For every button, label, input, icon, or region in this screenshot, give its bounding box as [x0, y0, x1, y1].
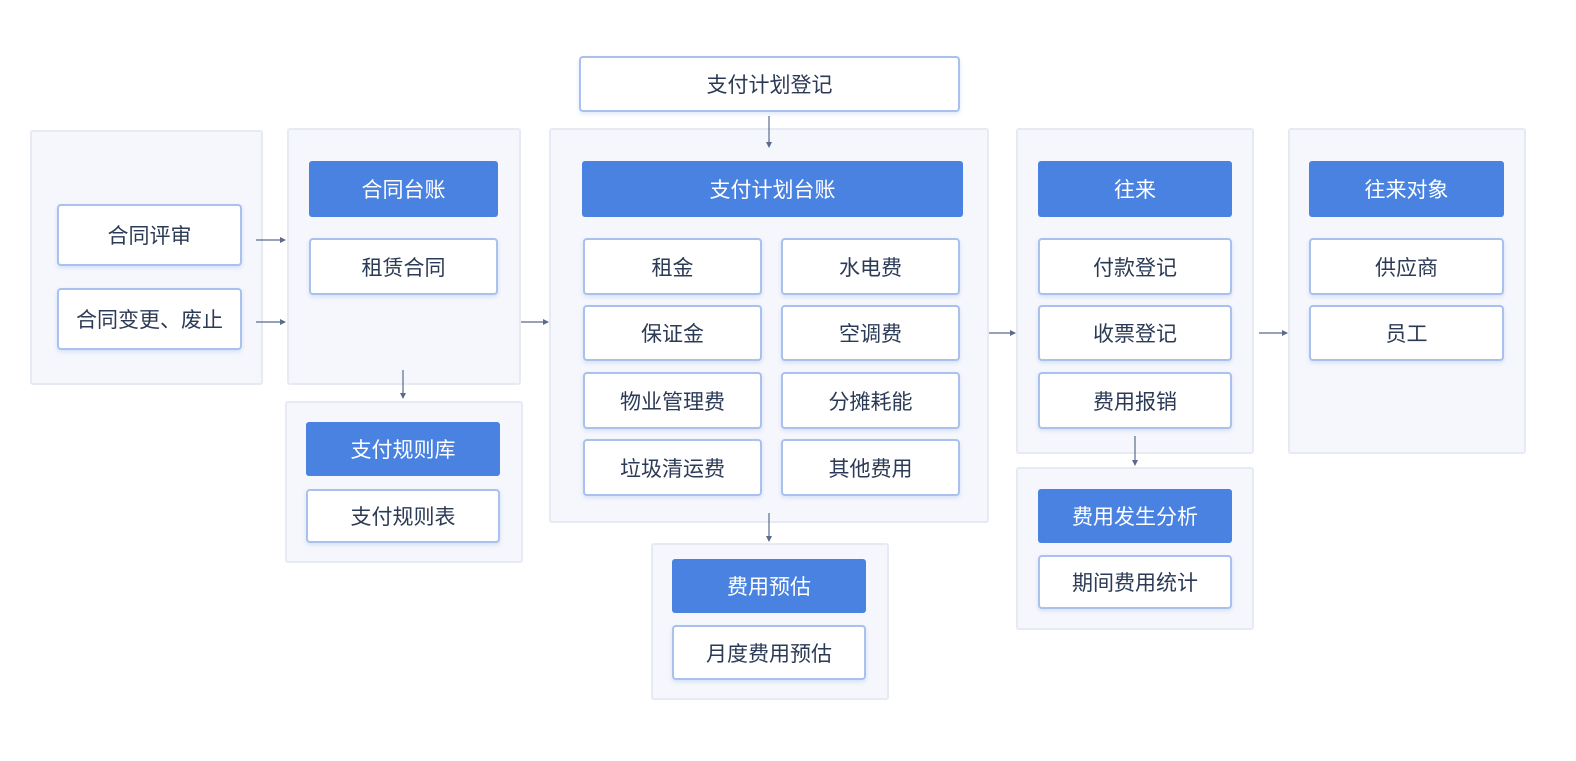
- payment-plan-register-node[interactable]: 支付计划登记: [579, 56, 960, 112]
- employee-node[interactable]: 员工: [1309, 305, 1504, 361]
- fee-item-air-conditioning[interactable]: 空调费: [781, 305, 960, 361]
- contract-ledger-header[interactable]: 合同台账: [309, 161, 498, 217]
- payment-rules-header[interactable]: 支付规则库: [306, 422, 500, 476]
- transactions-header[interactable]: 往来: [1038, 161, 1232, 217]
- monthly-cost-estimate-node[interactable]: 月度费用预估: [672, 625, 866, 680]
- counterparties-header[interactable]: 往来对象: [1309, 161, 1504, 217]
- invoice-registration-node[interactable]: 收票登记: [1038, 305, 1232, 361]
- fee-item-deposit[interactable]: 保证金: [583, 305, 762, 361]
- payment-rules-table-node[interactable]: 支付规则表: [306, 489, 500, 543]
- fee-item-shared-energy[interactable]: 分摊耗能: [781, 372, 960, 429]
- lease-contract-node[interactable]: 租赁合同: [309, 238, 498, 295]
- fee-item-garbage-removal[interactable]: 垃圾清运费: [583, 439, 762, 496]
- fee-item-rent[interactable]: 租金: [583, 238, 762, 295]
- supplier-node[interactable]: 供应商: [1309, 238, 1504, 295]
- payment-plan-ledger-header[interactable]: 支付计划台账: [582, 161, 963, 217]
- payment-registration-node[interactable]: 付款登记: [1038, 238, 1232, 295]
- period-cost-statistics-node[interactable]: 期间费用统计: [1038, 555, 1232, 609]
- cost-estimate-header[interactable]: 费用预估: [672, 559, 866, 613]
- contract-review-node[interactable]: 合同评审: [57, 204, 242, 266]
- fee-item-utilities[interactable]: 水电费: [781, 238, 960, 295]
- cost-analysis-header[interactable]: 费用发生分析: [1038, 489, 1232, 543]
- fee-item-property-management[interactable]: 物业管理费: [583, 372, 762, 429]
- expense-reimbursement-node[interactable]: 费用报销: [1038, 372, 1232, 429]
- contract-change-node[interactable]: 合同变更、废止: [57, 288, 242, 350]
- fee-item-other[interactable]: 其他费用: [781, 439, 960, 496]
